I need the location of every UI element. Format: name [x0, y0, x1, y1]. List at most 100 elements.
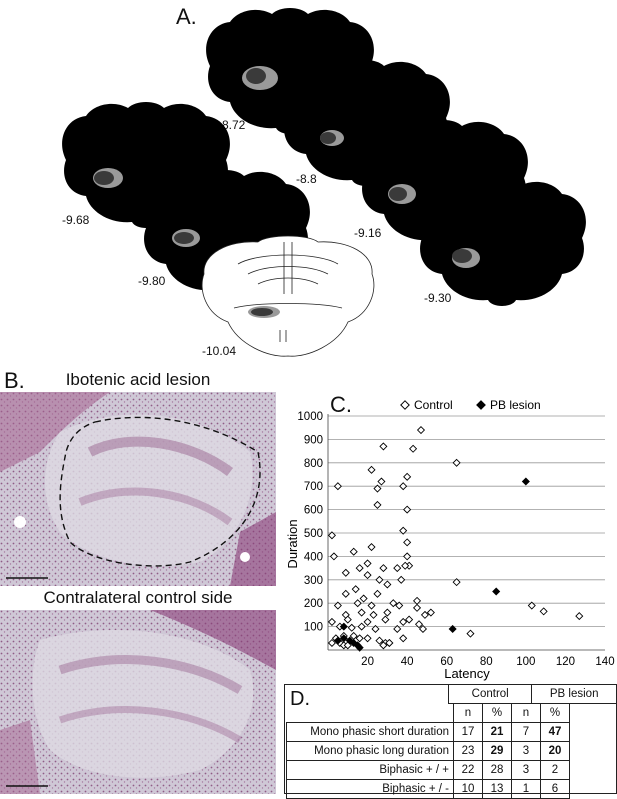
y-tick-500: 500 [304, 528, 323, 540]
y-tick-200: 200 [304, 598, 323, 610]
control-point-26 [363, 571, 372, 580]
pb-lesion-point-0 [521, 477, 530, 486]
control-point-41 [527, 601, 536, 610]
chart-legend: Control PB lesion [400, 398, 541, 412]
control-point-23 [379, 564, 388, 573]
y-tick-800: 800 [304, 458, 323, 470]
control-point-79 [399, 634, 408, 643]
micrograph-control [0, 610, 276, 794]
control-point-9 [333, 482, 342, 491]
sub-pct-pb: % [540, 703, 570, 723]
control-point-69 [375, 636, 384, 645]
micrograph-lesion [0, 392, 276, 586]
control-point-60 [357, 622, 366, 631]
x-axis-label: Latency [444, 666, 490, 681]
control-point-16 [403, 552, 412, 561]
control-point-34 [359, 594, 368, 603]
sub-pct-control: % [482, 703, 512, 723]
control-point-50 [383, 608, 392, 617]
control-point-63 [418, 624, 428, 633]
cell-control-n: 10 [453, 779, 483, 799]
brain-section-10-04 [201, 235, 375, 357]
sub-n-pb: n [511, 703, 541, 723]
cell-pb-pct: 2 [540, 760, 570, 780]
table-row: Mono phasic long duration 23 29 3 20 [286, 741, 570, 761]
control-point-72 [327, 638, 336, 648]
y-tick-600: 600 [304, 505, 323, 517]
control-point-5 [377, 477, 386, 486]
chart-points [327, 426, 584, 652]
control-point-64 [466, 629, 475, 638]
control-point-31 [351, 585, 360, 594]
control-point-33 [373, 589, 382, 598]
cell-control-pct: 21 [482, 722, 512, 742]
control-point-51 [343, 615, 352, 624]
x-tick-140: 140 [595, 656, 614, 668]
row-label: Mono phasic long duration [286, 741, 454, 761]
brain-section-9-68 [62, 102, 230, 228]
panel-b-label: B. [4, 368, 25, 393]
control-point-18 [349, 547, 358, 556]
pb-lesion-point-2 [448, 624, 457, 633]
micro-top-title: Ibotenic acid lesion [65, 370, 211, 389]
legend-marker-control [400, 400, 410, 410]
control-point-48 [357, 608, 366, 617]
pb-lesion-point-5 [333, 636, 342, 645]
x-tick-60: 60 [440, 656, 453, 668]
control-point-21 [401, 561, 410, 570]
control-point-27 [375, 575, 384, 584]
x-tick-40: 40 [401, 656, 414, 668]
row-label: Biphasic + / + [286, 760, 454, 780]
cell-control-n: 22 [453, 760, 483, 780]
control-point-22 [355, 564, 364, 573]
y-tick-400: 400 [304, 551, 323, 563]
y-tick-700: 700 [304, 481, 323, 493]
y-axis-label: Duration [285, 519, 300, 568]
cell-pb-n: 7 [511, 722, 541, 742]
brain-section-9-16 [360, 120, 528, 246]
control-point-30 [452, 578, 461, 587]
x-tick-20: 20 [361, 656, 374, 668]
control-point-57 [327, 617, 336, 626]
cell-pb-n: 3 [511, 760, 541, 780]
cell-pb-n: 3 [511, 741, 541, 761]
control-point-11 [403, 505, 412, 514]
control-point-19 [363, 559, 372, 568]
control-point-2 [409, 444, 418, 453]
control-point-12 [399, 526, 408, 535]
control-point-59 [347, 623, 356, 632]
header-control: Control [447, 684, 533, 704]
brain-section-8-8 [282, 60, 450, 186]
panel-a-label: A. [176, 4, 197, 29]
control-point-4 [367, 465, 376, 474]
cell-pb-pct: 47 [540, 722, 570, 742]
brain-section-8-72 [206, 8, 374, 134]
control-point-7 [399, 482, 408, 491]
legend-label-pb-lesion: PB lesion [490, 398, 541, 412]
coord-label-9-16: -9.16 [354, 226, 382, 240]
table-subheader-row: n % n % [286, 703, 570, 723]
control-point-77 [379, 641, 388, 650]
control-point-14 [403, 538, 412, 547]
header-pb-lesion: PB lesion [531, 684, 617, 704]
control-point-56 [414, 620, 424, 629]
control-point-29 [383, 580, 392, 589]
table-row: Mono phasic short duration 17 21 7 47 [286, 722, 570, 742]
coord-label-9-30: -9.30 [424, 291, 452, 305]
control-point-38 [353, 599, 362, 608]
control-point-15 [367, 543, 376, 552]
x-tick-80: 80 [480, 656, 493, 668]
pb-lesion-point-1 [492, 587, 501, 596]
coord-label-9-80: -9.80 [138, 274, 166, 288]
control-point-24 [393, 564, 402, 573]
cell-control-n: 17 [453, 722, 483, 742]
control-point-53 [381, 615, 390, 624]
pb-lesion-point-4 [339, 634, 348, 643]
y-tick-900: 900 [304, 434, 323, 446]
legend-label-control: Control [414, 398, 453, 412]
cell-control-pct: 29 [482, 741, 512, 761]
control-point-68 [363, 634, 372, 643]
legend-marker-pb-lesion [476, 400, 486, 410]
sub-n-control: n [453, 703, 483, 723]
